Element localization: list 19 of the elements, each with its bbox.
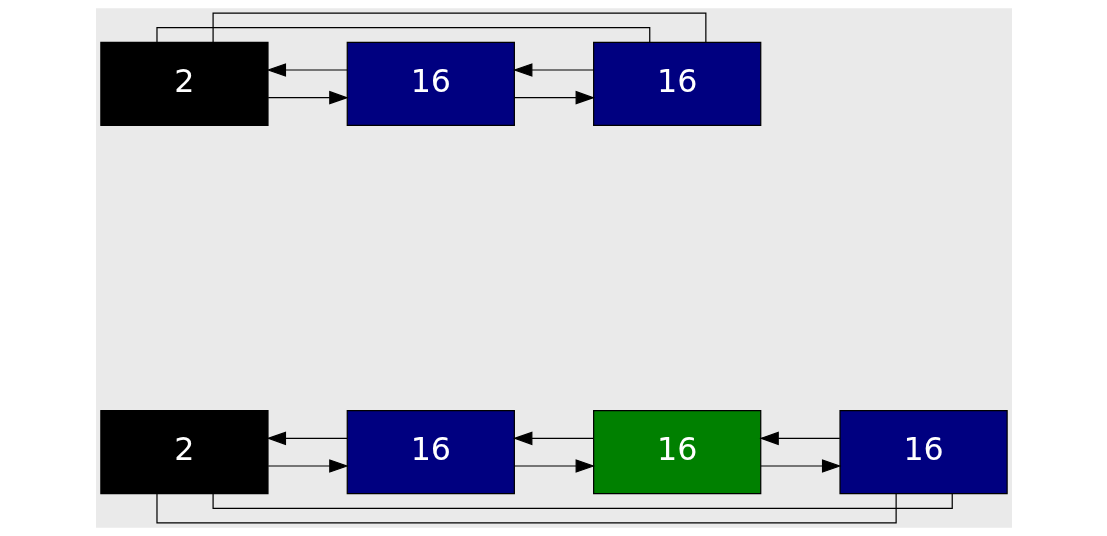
node-box: 16 <box>592 410 761 495</box>
arrow <box>512 431 594 446</box>
node-box: 16 <box>592 41 761 126</box>
node-box: 2 <box>99 41 269 126</box>
arrow <box>266 63 348 77</box>
arrow <box>758 431 840 446</box>
arrow <box>267 90 349 105</box>
arrow <box>513 459 595 473</box>
arrow <box>266 431 348 446</box>
arrow <box>759 459 841 473</box>
connector <box>212 12 706 43</box>
arrow <box>512 63 594 77</box>
arrow <box>267 459 349 473</box>
connector <box>155 493 897 524</box>
node-box: 16 <box>838 410 1008 495</box>
node-box: 16 <box>346 410 515 495</box>
node-box: 16 <box>346 41 515 126</box>
arrow <box>513 90 595 105</box>
node-box: 2 <box>99 410 269 495</box>
